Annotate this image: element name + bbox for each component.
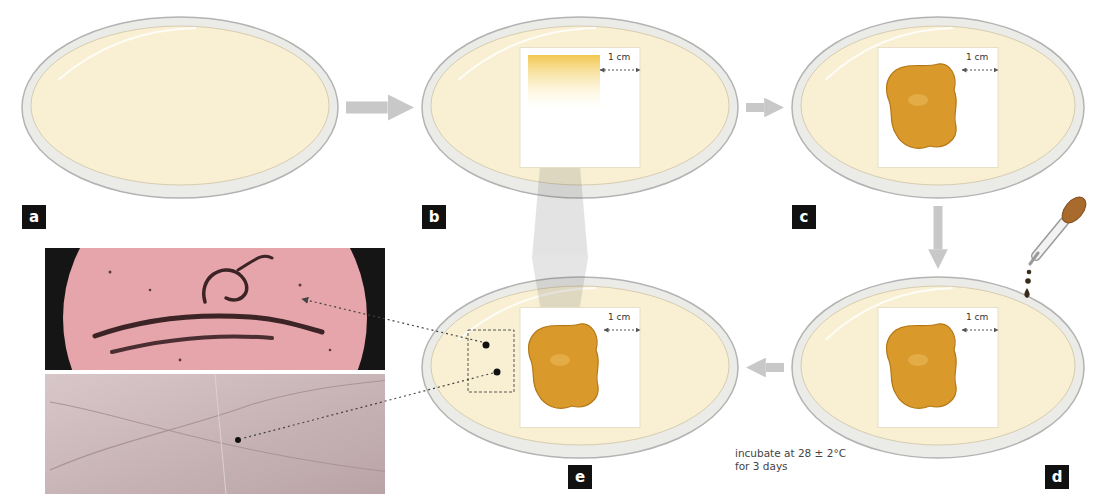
dropper-bulb xyxy=(1057,193,1090,228)
sample-smear xyxy=(528,55,600,107)
blob-highlight xyxy=(908,94,928,106)
agar-surface xyxy=(801,26,1075,185)
speck xyxy=(179,359,182,362)
speck xyxy=(299,284,302,287)
dimension-line xyxy=(600,70,640,71)
dimension-line xyxy=(962,330,998,331)
speck xyxy=(329,349,332,352)
dish-outline xyxy=(20,15,340,200)
nematode-spot xyxy=(235,437,241,443)
process-arrow xyxy=(746,103,764,112)
filter-paper xyxy=(878,308,998,428)
dropper xyxy=(1024,193,1090,298)
nematode xyxy=(204,270,247,302)
dropper-tube xyxy=(1036,222,1064,256)
drop xyxy=(1025,278,1031,284)
dimension-line xyxy=(604,330,640,331)
watermark-body xyxy=(532,166,588,330)
dimension-line xyxy=(962,70,998,71)
petri-dish: a xyxy=(20,15,340,200)
process-arrow xyxy=(346,102,388,114)
drop xyxy=(1024,288,1029,298)
surface-line xyxy=(215,374,226,494)
process-arrow xyxy=(934,206,943,249)
nematode-spot xyxy=(494,369,501,376)
micrograph xyxy=(45,374,385,494)
dish-rim xyxy=(792,277,1084,458)
nematode-spot xyxy=(483,342,490,349)
blob-highlight xyxy=(550,354,570,366)
edge-label: incubate at 28 ± 2°C for 3 days xyxy=(735,447,857,473)
dish-highlight xyxy=(458,28,596,80)
dish-rim xyxy=(22,17,338,198)
panel-letter: d xyxy=(1045,465,1069,489)
surface-line xyxy=(50,380,385,470)
dimension-label: 1 cm xyxy=(966,52,988,63)
surface-line xyxy=(50,402,385,472)
filter-paper xyxy=(520,48,640,168)
sample-blob xyxy=(528,324,598,409)
blob-highlight xyxy=(908,354,928,366)
speck xyxy=(149,289,152,292)
filter-paper xyxy=(878,48,998,168)
sample-blob xyxy=(886,64,956,149)
dish-highlight xyxy=(826,28,953,80)
dropper-tip xyxy=(1030,253,1038,264)
dish-highlight xyxy=(826,288,953,340)
agar-surface xyxy=(431,286,729,445)
nematode xyxy=(112,336,272,352)
agar-surface xyxy=(431,26,729,185)
dropper-tube-outline xyxy=(1036,222,1064,256)
process-arrow xyxy=(766,363,784,372)
panel-letter: a xyxy=(22,205,46,229)
micrograph xyxy=(45,248,385,370)
dimension-label: 1 cm xyxy=(608,52,630,63)
panel-letter: b xyxy=(422,205,446,229)
panel-letter: e xyxy=(568,465,592,489)
panel-letter: c xyxy=(792,205,816,229)
agar-surface xyxy=(801,286,1075,445)
dish-rim xyxy=(422,17,738,198)
nematode xyxy=(238,256,272,270)
speck xyxy=(109,271,112,274)
dish-highlight xyxy=(58,28,196,80)
drop xyxy=(1027,270,1032,275)
agar-surface xyxy=(31,26,329,185)
nematode xyxy=(95,316,322,336)
dish-rim xyxy=(422,277,738,458)
sample-blob xyxy=(886,324,956,409)
dish-highlight xyxy=(458,288,596,340)
micrograph-field xyxy=(63,248,367,370)
dimension-label: 1 cm xyxy=(966,312,988,323)
dimension-label: 1 cm xyxy=(608,312,630,323)
micrograph-field xyxy=(45,374,385,494)
filter-paper xyxy=(520,308,640,428)
dish-rim xyxy=(792,17,1084,198)
